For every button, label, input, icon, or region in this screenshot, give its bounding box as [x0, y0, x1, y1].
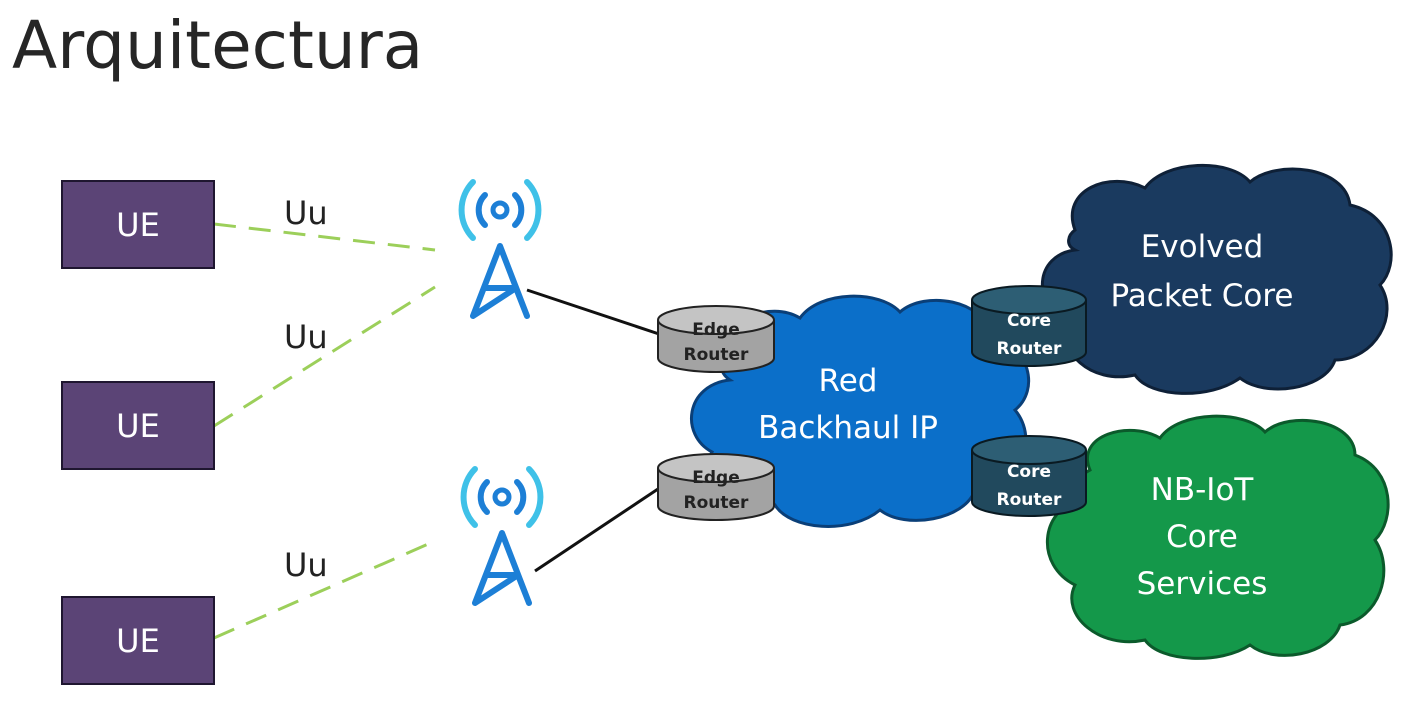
nbiot-cloud-label: Services: [1137, 566, 1268, 602]
core-router-label: Router: [997, 490, 1063, 510]
nbiot-cloud: NB-IoT Core Services: [1046, 414, 1390, 660]
epc-cloud-label: Evolved: [1141, 229, 1264, 265]
nbiot-cloud-label: NB-IoT: [1151, 472, 1255, 508]
radio-link-1: [213, 222, 436, 252]
radio-link-label: Uu: [284, 318, 328, 356]
radio-link-3: [213, 539, 436, 640]
radio-link-2: [213, 285, 436, 428]
core-router-label: Core: [1007, 462, 1051, 482]
edge-router: Edge Router: [657, 453, 775, 521]
antenna-icon: [458, 179, 542, 319]
edge-router-label: Edge: [692, 320, 739, 340]
backhaul-cloud-label: Red: [819, 363, 878, 399]
edge-router-label: Router: [684, 345, 750, 365]
core-router-label: Core: [1007, 311, 1051, 331]
radio-link-label: Uu: [284, 546, 328, 584]
edge-router-label: Edge: [692, 468, 739, 488]
backhaul-link-1: [526, 288, 663, 337]
ue-device: UE: [61, 381, 215, 470]
ue-device: UE: [61, 180, 215, 269]
edge-router: Edge Router: [657, 305, 775, 373]
ue-label: UE: [116, 407, 160, 445]
ue-label: UE: [116, 622, 160, 660]
backhaul-link-2: [534, 483, 665, 573]
core-router: Core Router: [971, 435, 1087, 517]
ue-device: UE: [61, 596, 215, 685]
edge-router-label: Router: [684, 493, 750, 513]
backhaul-cloud: Red Backhaul IP: [689, 294, 1031, 528]
backhaul-cloud-label: Backhaul IP: [758, 410, 938, 446]
nbiot-cloud-label: Core: [1166, 519, 1238, 555]
epc-cloud: Evolved Packet Core: [1041, 164, 1393, 395]
core-router-label: Router: [997, 339, 1063, 359]
core-router: Core Router: [971, 285, 1087, 367]
ue-label: UE: [116, 206, 160, 244]
epc-cloud-label: Packet Core: [1110, 278, 1293, 314]
radio-link-label: Uu: [284, 194, 328, 232]
page-title: Arquitectura: [12, 7, 424, 84]
antenna-icon: [460, 466, 544, 606]
